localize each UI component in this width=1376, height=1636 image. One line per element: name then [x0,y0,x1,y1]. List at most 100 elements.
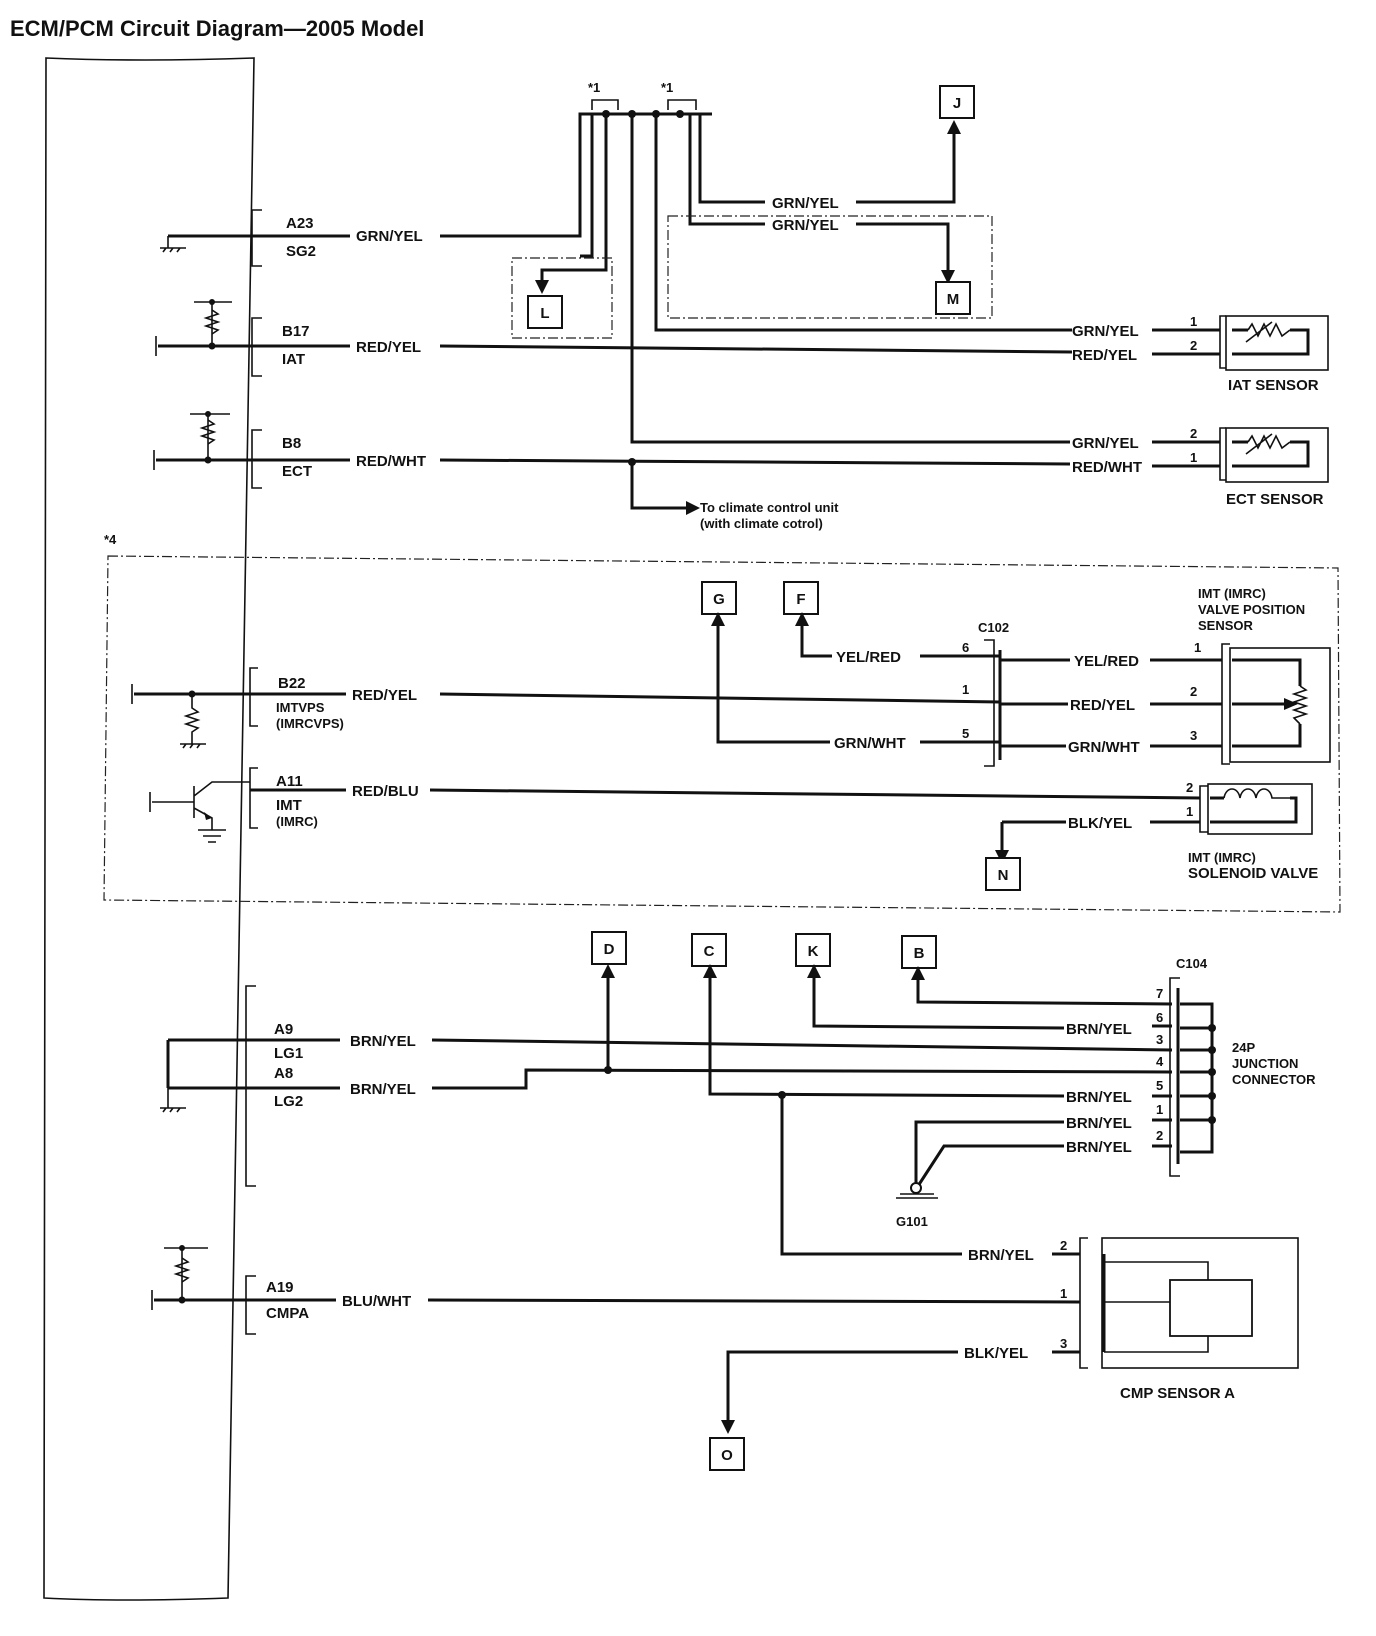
pin-imtvps: IMTVPS [276,700,325,715]
imt-vps-line2: VALVE POSITION [1198,602,1305,617]
connector-k: K [795,933,831,967]
pin-iat: IAT [282,351,305,368]
pin-group-b22: B22 IMTVPS (IMRCVPS) RED/YEL 1 RED/YEL 2 [131,667,1222,749]
connector-o: O [709,1437,745,1471]
wire-label-yel-red-b: YEL/RED [1074,653,1139,670]
c104-pin-4: 4 [1156,1054,1164,1069]
wire-yel-red: YEL/RED 6 YEL/RED 1 [795,612,1222,670]
imt-sol-line1: IMT (IMRC) [1188,850,1256,865]
connector-l-label: L [540,305,549,322]
wire-label-a19: BLU/WHT [342,1293,411,1310]
pin-b8: B8 [282,435,301,452]
jc-line3: CONNECTOR [1232,1072,1316,1087]
imt-dashed-region [103,555,1341,913]
wire-label-blk-yel-sol: BLK/YEL [1068,815,1132,832]
pin-imrc: (IMRC) [276,814,318,829]
sol-pin-1: 1 [1186,804,1193,819]
c104-connector: C104 7 6 3 4 5 1 2 24P JUNCTION CONNECTO… [1156,956,1316,1177]
connector-c-label: C [704,943,715,960]
wire-grn-wht: GRN/WHT 5 GRN/WHT 3 [711,612,1222,756]
vps-pin-2: 2 [1190,684,1197,699]
pin-group-a9-a8: A9 LG1 A8 LG2 BRN/YEL BRN/YEL [160,964,1173,1187]
ect-sensor: ECT SENSOR [1219,427,1329,508]
ect-sensor-label: ECT SENSOR [1226,491,1324,508]
pin-sg2: SG2 [286,243,316,260]
vps-pin-3: 3 [1190,728,1197,743]
vps-pin-1: 1 [1194,640,1201,655]
wire-label-grn-wht-a: GRN/WHT [834,735,906,752]
pin-group-a23: A23 SG2 GRN/YEL [160,112,712,267]
connector-g: G [701,581,737,615]
wire-label-to-m: GRN/YEL [772,217,839,234]
cmp-pin-3: 3 [1060,1336,1067,1351]
note-star1-a: *1 [588,80,600,95]
ect-pin-2: 2 [1190,426,1197,441]
wire-label-ect-1: GRN/YEL [1072,435,1139,452]
cmp-pin-2: 2 [1060,1238,1067,1253]
connector-d: D [591,931,627,965]
imt-vps: IMT (IMRC) VALVE POSITION SENSOR [1198,586,1331,765]
jc-line1: 24P [1232,1040,1255,1055]
climate-line1: To climate control unit [700,500,839,515]
connector-b-label: B [914,945,925,962]
imt-sol-line2: SOLENOID VALVE [1188,865,1318,882]
pin-group-a11: A11 IMT (IMRC) RED/BLU 2 BLK/YEL 1 [149,767,1201,864]
wire-cmp-2: BRN/YEL 2 [780,1095,1080,1264]
c102-label: C102 [978,620,1009,635]
connector-o-label: O [721,1447,733,1464]
climate-line2: (with climate cotrol) [700,516,823,531]
wire-o: BLK/YEL 3 [721,1336,1080,1434]
iat-sensor: IAT SENSOR [1219,315,1329,394]
sol-pin-2: 2 [1186,780,1193,795]
iat-sensor-label: IAT SENSOR [1228,377,1319,394]
cmp-pin-1: 1 [1060,1286,1067,1301]
wire-label-yel-red-a: YEL/RED [836,649,901,666]
wire-k: BRN/YEL [807,964,1172,1038]
pin-a8: A8 [274,1065,293,1082]
cmp-sensor-label: CMP SENSOR A [1120,1385,1235,1402]
diagram-title: ECM/PCM Circuit Diagram—2005 Model [10,16,424,41]
wire-label-cmp-2: BRN/YEL [968,1247,1034,1264]
wire-label-red-yel-vps: RED/YEL [1070,697,1135,714]
c104-pin-5: 5 [1156,1078,1163,1093]
wire-label-iat-2: RED/YEL [1072,347,1137,364]
pin-group-b17: B17 IAT RED/YEL GRN/YEL RED/YEL 1 2 [155,299,1220,377]
c102-pin-6: 6 [962,640,969,655]
connector-j-label: J [953,95,961,112]
imt-solenoid-valve: IMT (IMRC) SOLENOID VALVE [1188,783,1318,882]
pin-lg1: LG1 [274,1045,303,1062]
connector-d-label: D [604,941,615,958]
imt-vps-line1: IMT (IMRC) [1198,586,1266,601]
wire-label-c104-1: BRN/YEL [1066,1115,1132,1132]
wire-b [911,966,1173,1006]
c104-pin-6: 6 [1156,1010,1163,1025]
iat-pin-2: 2 [1190,338,1197,353]
pin-a23: A23 [286,215,314,232]
notes: *1 *1 *4 [104,80,673,547]
connector-n-label: N [998,867,1009,884]
c104-pin-2: 2 [1156,1128,1163,1143]
wire-label-c104-5: BRN/YEL [1066,1089,1132,1106]
connector-m: M [935,281,971,315]
connector-c: C [691,933,727,967]
connector-k-label: K [808,943,819,960]
c104-pin-7: 7 [1156,986,1163,1001]
pin-group-a19: A19 CMPA BLU/WHT 1 [151,1245,1081,1335]
connector-g-label: G [713,591,725,608]
wire-label-a11: RED/BLU [352,783,419,800]
pin-b22: B22 [278,675,306,692]
wire-label-a9: BRN/YEL [350,1033,416,1050]
wire-label-a23: GRN/YEL [356,228,423,245]
wire-label-grn-wht-b: GRN/WHT [1068,739,1140,756]
note-star1-b: *1 [661,80,673,95]
c102-pin-1: 1 [962,682,969,697]
connector-n: N [985,857,1021,891]
wire-label-ect-2: RED/WHT [1072,459,1142,476]
pin-b17: B17 [282,323,310,340]
ect-pin-1: 1 [1190,450,1197,465]
c102-connector: C102 [978,620,1009,767]
connector-b: B [901,935,937,969]
iat-pin-1: 1 [1190,314,1197,329]
wire-label-cmp-3: BLK/YEL [964,1345,1028,1362]
c102-pin-5: 5 [962,726,969,741]
